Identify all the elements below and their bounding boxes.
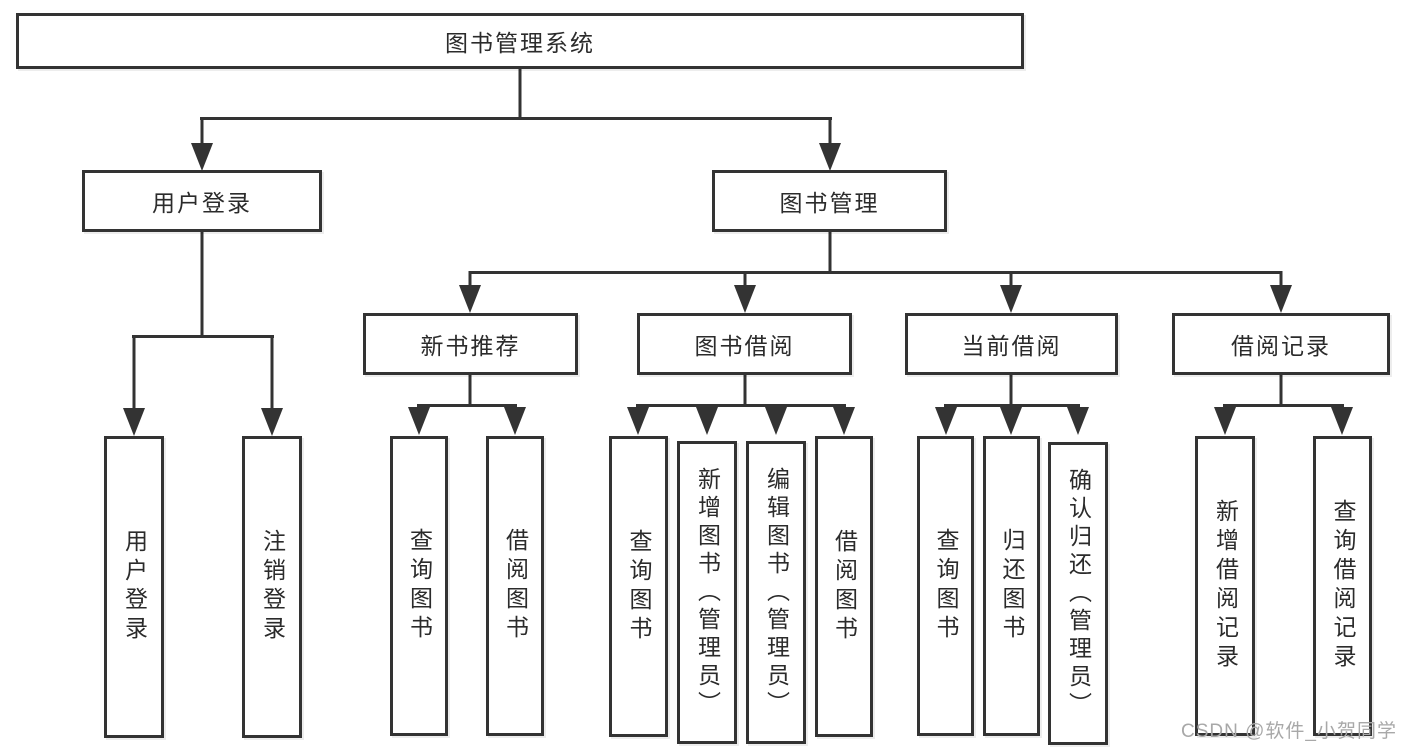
- connector-line: [468, 271, 472, 289]
- leaf-borrow-edit-books-admin: 编辑图书（管理员）: [746, 441, 806, 744]
- arrow-down-icon: [734, 285, 756, 313]
- node-label: 当前借阅: [961, 333, 1062, 359]
- arrow-down-icon: [261, 408, 283, 436]
- node-label: 图书管理系统: [445, 30, 595, 56]
- arrow-down-icon: [1270, 285, 1292, 313]
- connector-line: [1279, 375, 1283, 407]
- connector-line: [518, 69, 522, 119]
- connector-line: [469, 271, 1282, 274]
- leaf-borrow-add-books-admin: 新增图书（管理员）: [677, 441, 737, 744]
- node-label: 图书管理: [779, 190, 880, 216]
- leaf-current-return-books: 归还图书: [983, 436, 1040, 736]
- connector-line: [417, 404, 517, 407]
- node-label: 编辑图书（管理员）: [763, 466, 790, 719]
- node-label: 归还图书: [999, 528, 1025, 644]
- node-label: 新增借阅记录: [1212, 499, 1239, 673]
- arrow-down-icon: [408, 407, 430, 435]
- node-borrow-records: 借阅记录: [1172, 313, 1390, 375]
- node-label: 用户登录: [152, 190, 252, 216]
- connector-line: [200, 117, 204, 146]
- connector-line: [200, 117, 832, 120]
- node-label: 借阅图书: [831, 528, 858, 645]
- arrow-down-icon: [123, 408, 145, 436]
- leaf-records-add-record: 新增借阅记录: [1195, 436, 1255, 736]
- node-new-book-recommend: 新书推荐: [363, 313, 578, 375]
- node-label: 新增图书（管理员）: [694, 466, 721, 719]
- leaf-borrow-borrow-books: 借阅图书: [815, 436, 873, 737]
- arrow-down-icon: [935, 407, 957, 435]
- leaf-records-query-record: 查询借阅记录: [1313, 436, 1372, 736]
- node-label: 查询图书: [626, 528, 652, 645]
- arrow-down-icon: [1214, 407, 1236, 435]
- node-book-borrow: 图书借阅: [637, 313, 852, 375]
- node-label: 用户登录: [121, 529, 148, 645]
- connector-line: [1223, 404, 1344, 407]
- node-label: 确认归还（管理员）: [1065, 467, 1092, 720]
- connector-line: [468, 375, 472, 407]
- connector-line: [828, 117, 832, 146]
- node-label: 新书推荐: [420, 333, 521, 359]
- leaf-current-confirm-return-admin: 确认归还（管理员）: [1048, 442, 1108, 745]
- node-label: 查询图书: [933, 528, 959, 644]
- connector-line: [743, 271, 747, 289]
- leaf-newbook-borrow-books: 借阅图书: [486, 436, 544, 736]
- node-current-borrow: 当前借阅: [905, 313, 1118, 375]
- arrow-down-icon: [765, 407, 787, 435]
- connector-line: [1279, 271, 1283, 289]
- arrow-down-icon: [1067, 407, 1089, 435]
- connector-line: [743, 375, 747, 407]
- connector-line: [132, 335, 136, 412]
- arrow-down-icon: [1000, 285, 1022, 313]
- node-label: 查询图书: [406, 528, 433, 644]
- leaf-logout: 注销登录: [242, 436, 302, 738]
- node-label: 注销登录: [259, 529, 286, 645]
- connector-line: [944, 404, 1080, 407]
- arrow-down-icon: [1331, 407, 1353, 435]
- node-label: 图书借阅: [694, 333, 795, 359]
- node-label: 借阅记录: [1231, 333, 1331, 359]
- arrow-down-icon: [819, 143, 841, 171]
- connector-line: [270, 335, 274, 412]
- connector-line: [828, 232, 832, 274]
- connector-line: [132, 335, 274, 338]
- node-label: 查询借阅记录: [1330, 499, 1356, 673]
- connector-line: [1009, 271, 1013, 289]
- node-label: 借阅图书: [502, 528, 529, 644]
- arrow-down-icon: [459, 285, 481, 313]
- arrow-down-icon: [1000, 407, 1022, 435]
- connector-line: [636, 404, 846, 407]
- leaf-user-login: 用户登录: [104, 436, 164, 738]
- arrow-down-icon: [696, 407, 718, 435]
- node-root-system: 图书管理系统: [16, 13, 1024, 69]
- connector-line: [200, 232, 204, 338]
- node-book-management: 图书管理: [712, 170, 947, 232]
- connector-line: [1009, 375, 1013, 407]
- leaf-newbook-query-books: 查询图书: [390, 436, 448, 736]
- arrow-down-icon: [504, 407, 526, 435]
- arrow-down-icon: [627, 407, 649, 435]
- node-user-login: 用户登录: [82, 170, 322, 232]
- leaf-current-query-books: 查询图书: [917, 436, 974, 736]
- arrow-down-icon: [191, 143, 213, 171]
- watermark: CSDN @软件_小贺同学: [1181, 721, 1397, 742]
- leaf-borrow-query-books: 查询图书: [609, 436, 668, 737]
- arrow-down-icon: [833, 407, 855, 435]
